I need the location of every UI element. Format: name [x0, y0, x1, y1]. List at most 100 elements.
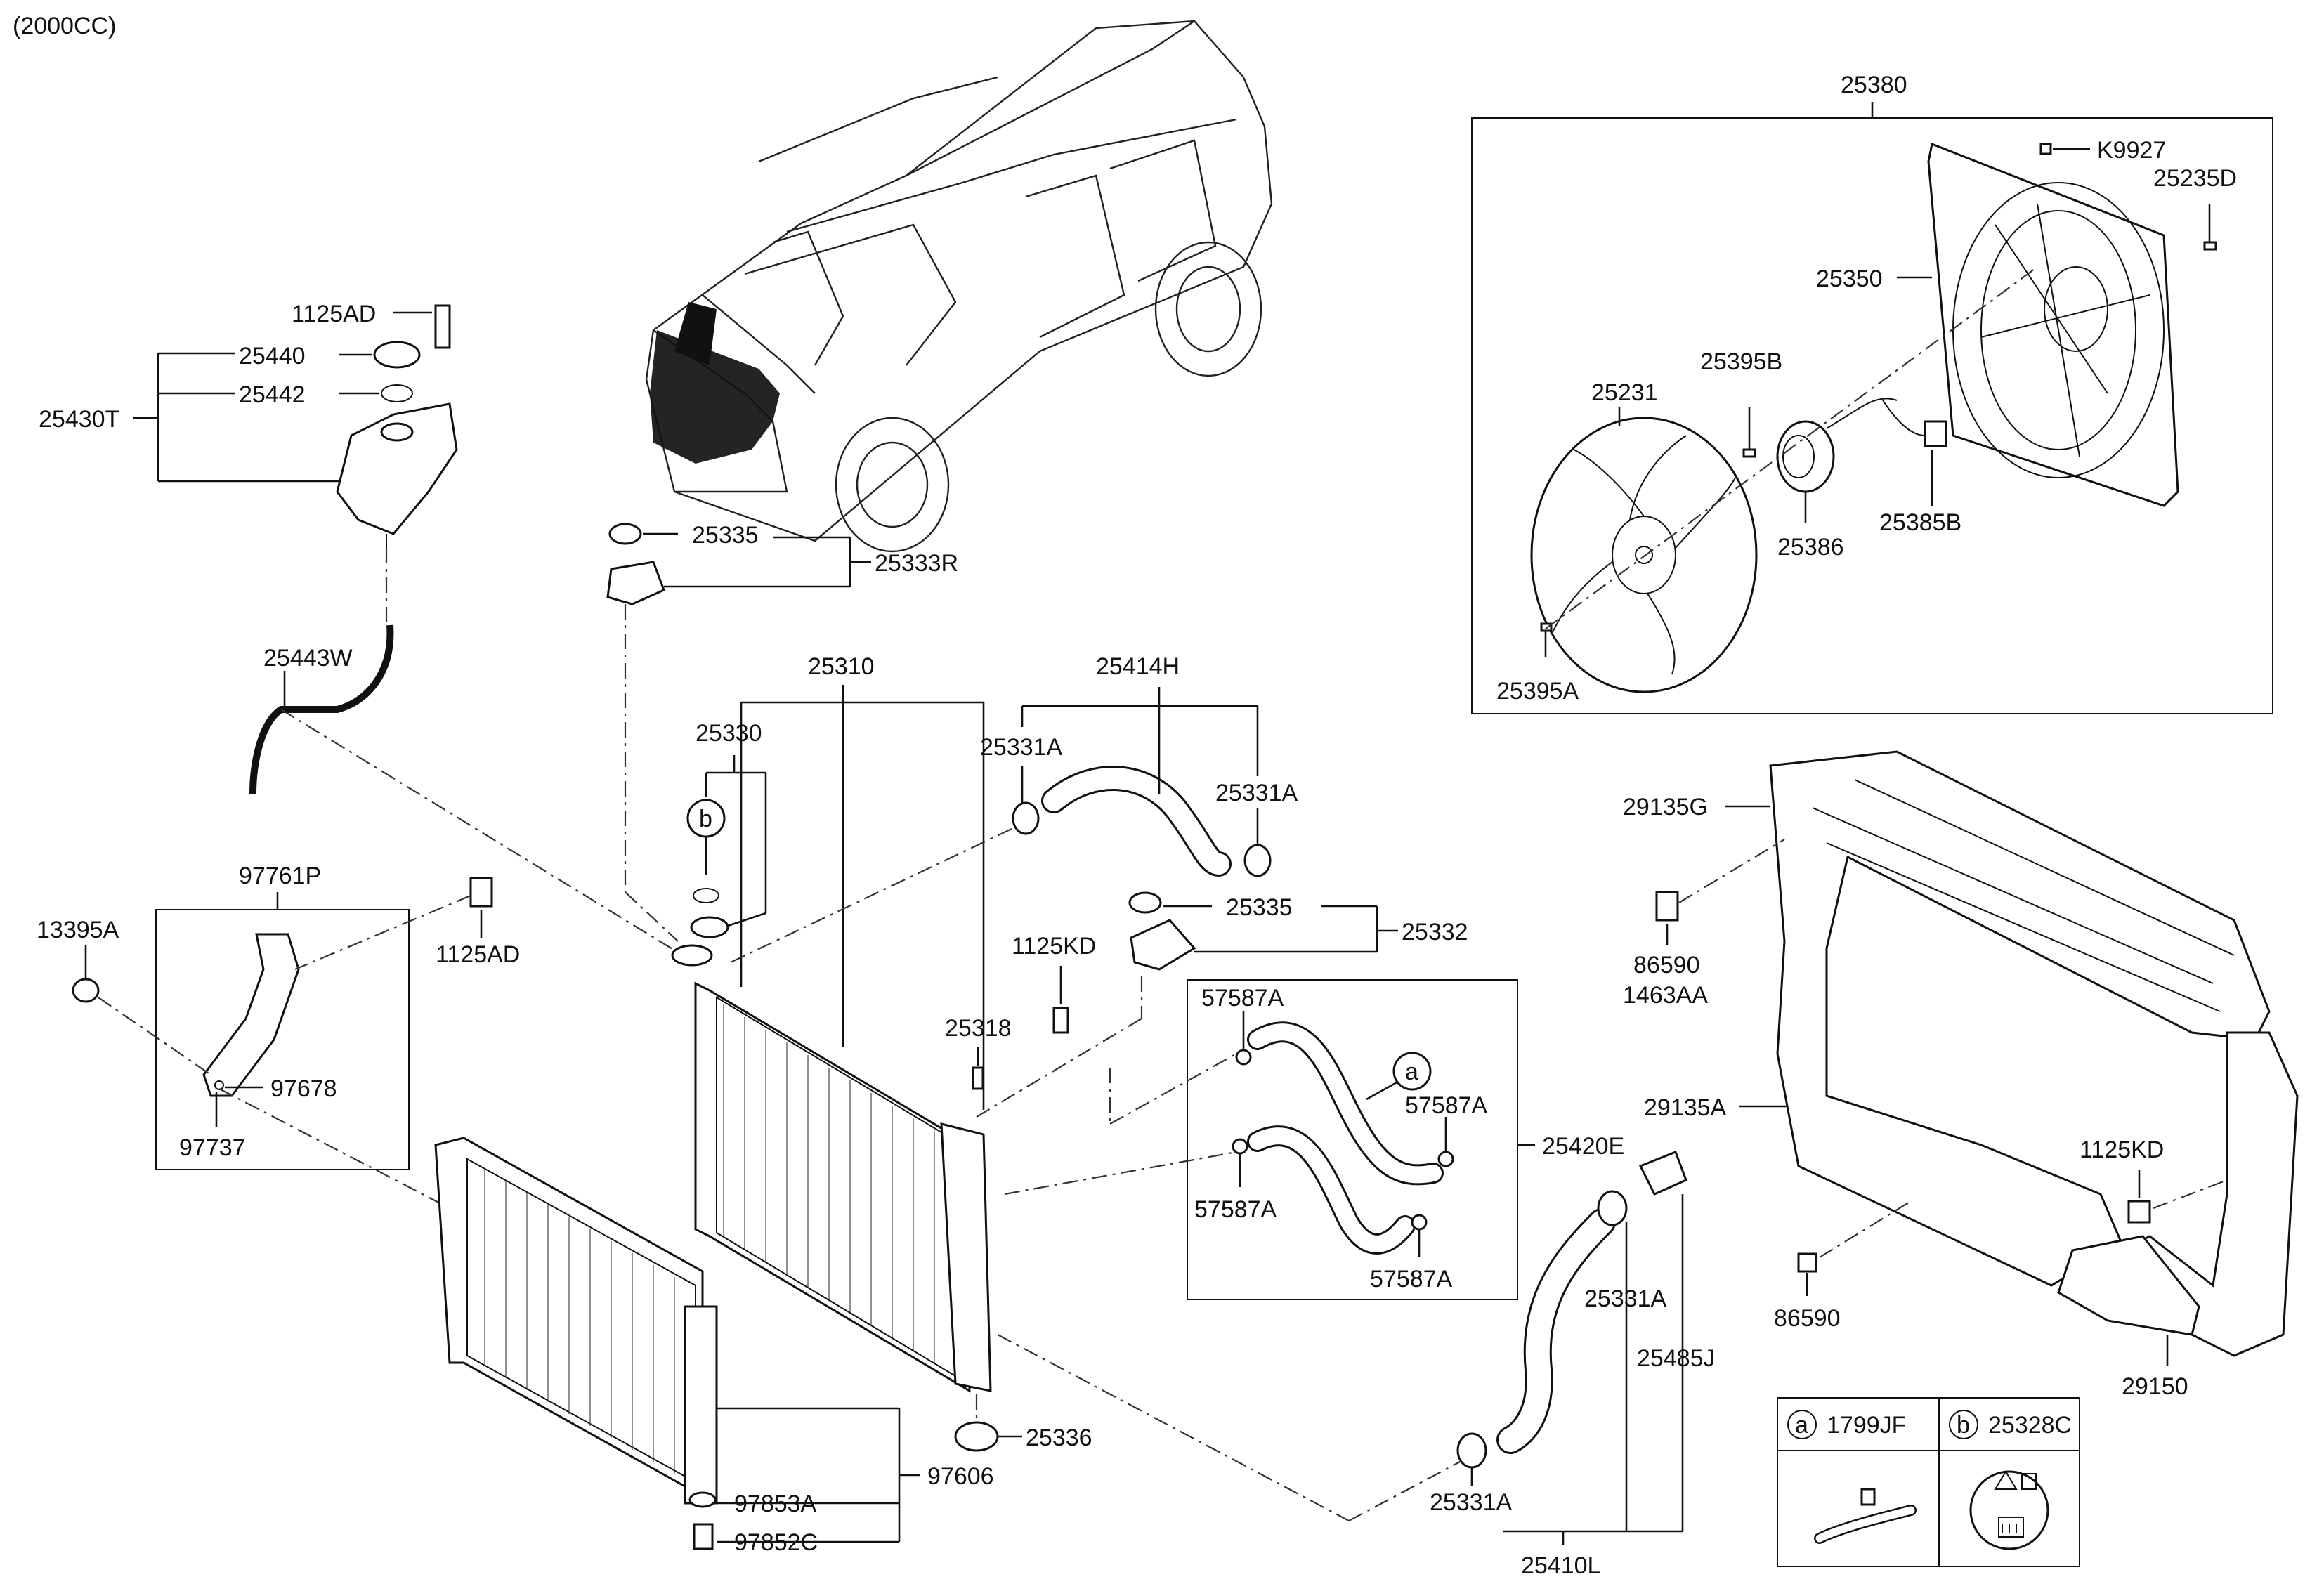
label-25395B: 25395B	[1700, 348, 1782, 375]
hose-25420E-frame	[1187, 979, 1518, 1300]
insulator-25335-mid	[1128, 891, 1162, 914]
callout-a: a	[1405, 1059, 1418, 1085]
reservoir-group: 1125AD 25440 25442 25430T 25443W	[39, 301, 689, 960]
lower-mount-group: 25335 25332 1125KD	[976, 891, 1468, 1118]
bolt-86590-1	[1655, 891, 1679, 922]
label-25235D: 25235D	[2153, 165, 2237, 192]
cable-tie-1799JF	[1815, 1506, 1915, 1543]
label-25395A: 25395A	[1496, 678, 1579, 705]
clip-57587A-2	[1437, 1151, 1454, 1167]
label-29135G: 29135G	[1623, 794, 1708, 820]
label-25430T: 25430T	[39, 406, 119, 433]
radiator-side-tank	[940, 1122, 992, 1392]
hose-fitting-25485J	[1638, 1151, 1687, 1196]
label-25385B: 25385B	[1879, 509, 1961, 536]
legend-a-circle	[1787, 1410, 1817, 1439]
condenser-group: 97606 97853A 97852C	[434, 1137, 994, 1556]
reservoir-cap	[373, 341, 421, 369]
label-25331A-4: 25331A	[1430, 1489, 1513, 1516]
label-25485J: 25485J	[1637, 1345, 1716, 1372]
bolt-1125AD-mid	[469, 877, 493, 908]
label-57587A-3: 57587A	[1194, 1196, 1277, 1223]
ac-bracket	[202, 933, 300, 1097]
upper-radiator-hose	[1043, 768, 1229, 875]
label-25442: 25442	[239, 381, 306, 408]
label-25310: 25310	[808, 653, 875, 680]
label-25330: 25330	[696, 720, 762, 747]
legend-a-part: 1799JF	[1827, 1412, 1906, 1439]
label-1125AD-top: 1125AD	[292, 301, 376, 327]
radiator-filler-neck	[671, 944, 713, 967]
radiator-cap-25330	[690, 916, 729, 938]
label-25386: 25386	[1777, 534, 1844, 561]
carrier-upper-29135G	[1769, 750, 2271, 1287]
legend-table: a 1799JF b 25328C	[1777, 1397, 2080, 1567]
label-25231: 25231	[1591, 379, 1658, 406]
label-1125KD-right: 1125KD	[2080, 1137, 2164, 1163]
label-25380: 25380	[1841, 72, 1907, 98]
bolt-1125KD-mid	[1052, 1007, 1069, 1034]
label-25318: 25318	[945, 1015, 1012, 1042]
label-25410L: 25410L	[1521, 1552, 1600, 1579]
clip-57587A-1	[1235, 1049, 1252, 1066]
oil-cooler-hose-group: 57587A 57587A 57587A 57587A a 25420E	[1004, 979, 1624, 1300]
bracket-97761P-frame	[155, 909, 410, 1170]
legend-b-circle	[1949, 1410, 1978, 1439]
clip-57587A-4	[1411, 1214, 1428, 1231]
condenser-fins	[484, 1170, 675, 1474]
label-29135A: 29135A	[1644, 1094, 1727, 1121]
bolt-1125AD-top	[434, 304, 451, 349]
fan-shroud	[1927, 142, 2179, 507]
oil-cooler-hose-lower	[1249, 1127, 1414, 1252]
cap-seal	[693, 888, 719, 903]
clip-57587A-3	[1232, 1138, 1248, 1155]
label-1463AA: 1463AA	[1623, 982, 1708, 1009]
hose-clamp-25331A-4	[1456, 1432, 1487, 1469]
label-97606: 97606	[927, 1463, 994, 1490]
legend-a-marker: a	[1795, 1412, 1808, 1439]
nut-13395A	[72, 978, 100, 1003]
ac-bracket-group: 97761P 97678 97737 13395A 1125AD	[37, 863, 520, 1209]
lower-hose-group: 25410L 25331A 25485J 25331A	[997, 1151, 1716, 1579]
fan-assembly-group: 25380 25350 K9927 25235D 25231 25386 253…	[1471, 72, 2273, 714]
desiccant-97853A	[688, 1491, 717, 1508]
callout-b-circle	[686, 799, 726, 838]
label-25336: 25336	[1026, 1425, 1092, 1451]
oil-cooler-hose-upper	[1249, 1023, 1442, 1184]
label-25414H: 25414H	[1096, 653, 1180, 680]
callout-b: b	[699, 806, 712, 832]
hose-clamp-25331A-1	[1012, 801, 1040, 835]
warning-label-25328C	[1969, 1470, 2049, 1550]
radiator-group: 25310 25330 b 25318 25336	[671, 653, 1092, 1452]
label-86590-2: 86590	[1774, 1305, 1841, 1332]
insulator-25336	[954, 1421, 999, 1452]
label-57587A-2: 57587A	[1405, 1092, 1488, 1119]
label-86590-1: 86590	[1633, 952, 1700, 978]
label-25335-top: 25335	[692, 522, 759, 549]
label-25331A-3: 25331A	[1584, 1285, 1667, 1312]
label-25420E: 25420E	[1542, 1133, 1624, 1160]
legend-b-part: 25328C	[1988, 1412, 2072, 1439]
label-25440: 25440	[239, 343, 306, 369]
label-97761P: 97761P	[239, 863, 321, 889]
label-1125AD-mid: 1125AD	[436, 941, 520, 968]
receiver-drier	[684, 1305, 718, 1505]
bracket-25333R	[606, 561, 665, 605]
upper-hose-group: 25414H 25331A 25331A	[730, 653, 1298, 963]
insulator-25335-top	[608, 523, 642, 545]
bolt-86590-2	[1797, 1252, 1817, 1273]
legend-b-marker: b	[1957, 1412, 1970, 1439]
label-25332: 25332	[1402, 919, 1468, 945]
label-25333R: 25333R	[875, 550, 958, 577]
label-K9927: K9927	[2097, 137, 2166, 164]
label-25443W: 25443W	[263, 645, 353, 672]
label-25335-mid: 25335	[1226, 894, 1293, 921]
cap-o-ring	[381, 384, 413, 402]
label-29150: 29150	[2122, 1373, 2188, 1400]
fan-blade	[1530, 417, 1758, 693]
label-97678: 97678	[270, 1075, 337, 1102]
hose-clamp-25331A-2	[1243, 844, 1272, 877]
callout-a-circle	[1392, 1052, 1432, 1091]
